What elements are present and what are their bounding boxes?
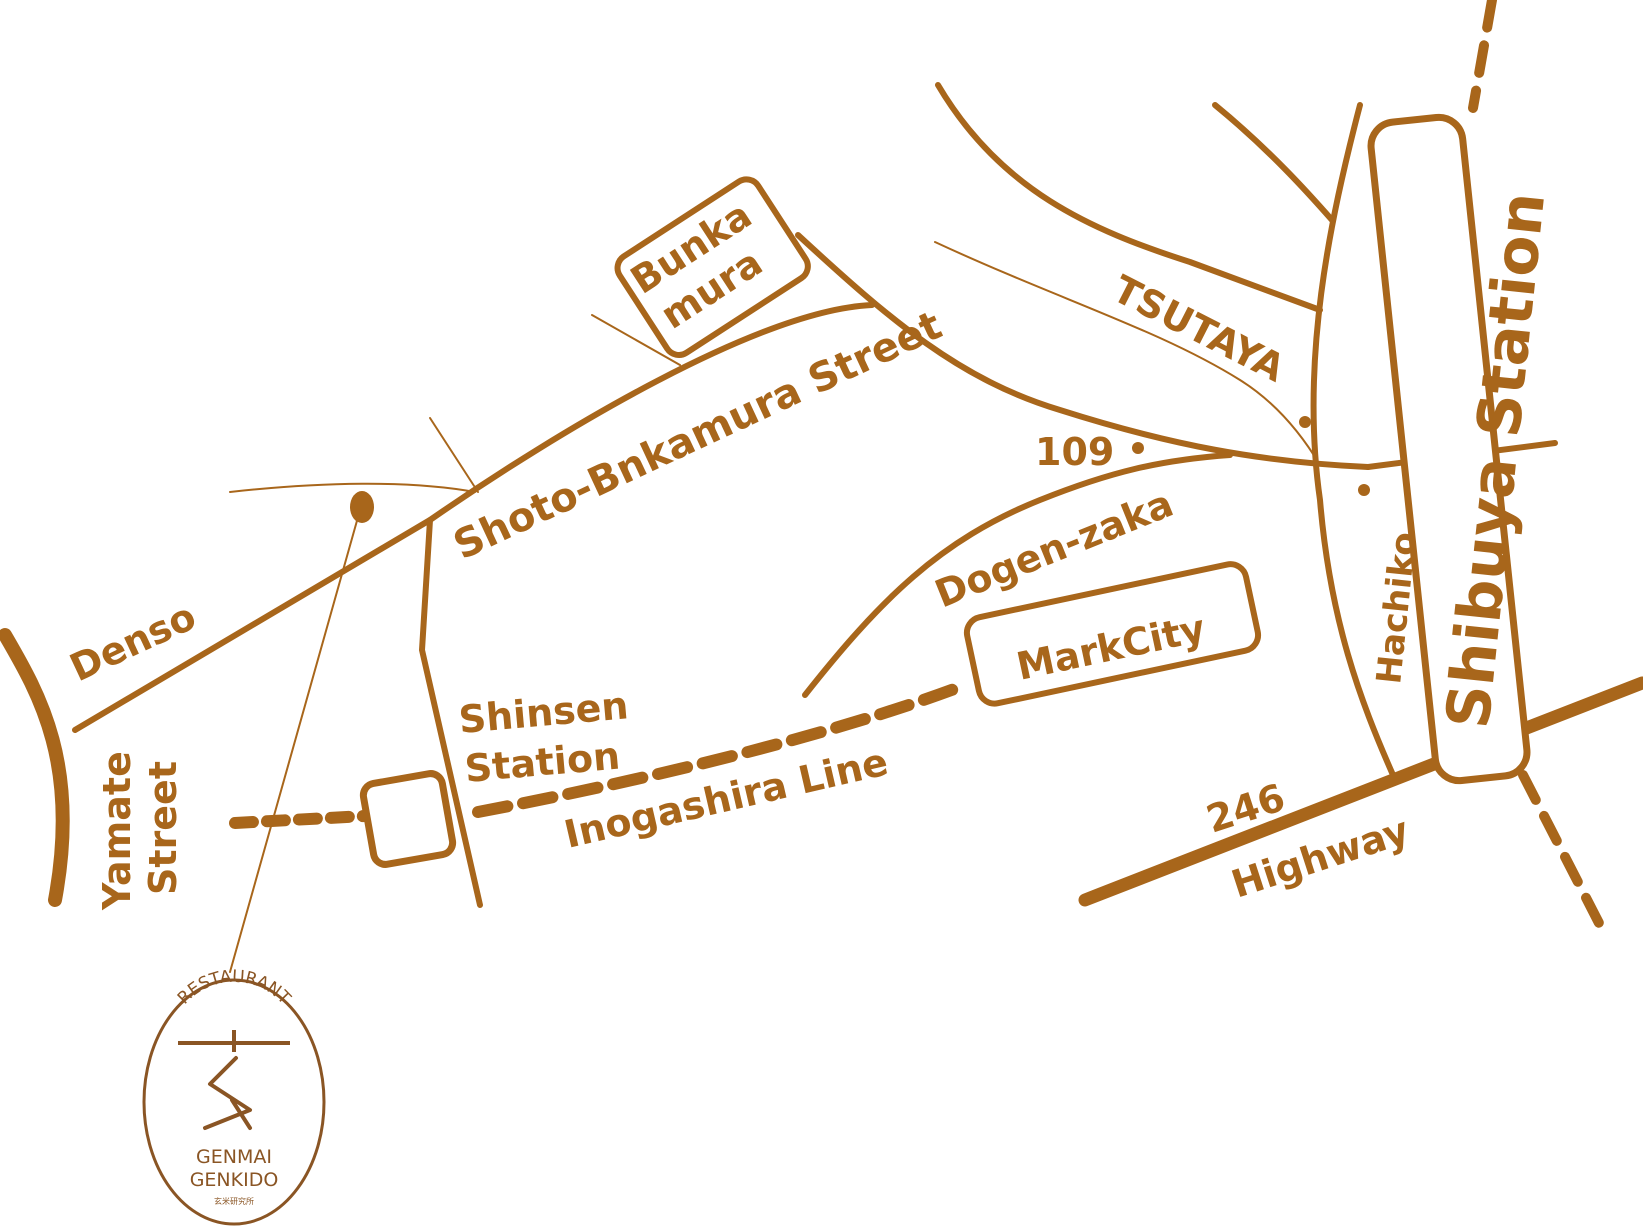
bunkamura-dori-road bbox=[795, 232, 1371, 470]
dogenzaka-road bbox=[802, 452, 1233, 698]
minor-road-west bbox=[229, 482, 476, 493]
road-northeast bbox=[1212, 102, 1335, 223]
restaurant-location-pin bbox=[350, 491, 374, 523]
restaurant-leader-line bbox=[229, 509, 361, 973]
jr-line-south bbox=[1518, 770, 1605, 930]
inogashira-line bbox=[472, 679, 971, 818]
yamate-street-label-line2: Street bbox=[141, 761, 185, 895]
logo-kanji-text: 玄米研究所 bbox=[214, 1196, 254, 1206]
jr-line-north bbox=[1468, 0, 1497, 113]
minor-road-center-gai bbox=[934, 241, 1321, 466]
route-246-highway bbox=[1078, 676, 1643, 907]
minor-road-bunkamura bbox=[591, 314, 681, 366]
yamate-street-label-line1: Yamate bbox=[95, 751, 139, 911]
landmark-109-dot bbox=[1132, 442, 1144, 454]
shibuya-station-marker bbox=[1367, 113, 1531, 785]
logo-name-line1: GENMAI bbox=[196, 1146, 272, 1168]
hachiko-road bbox=[1310, 102, 1396, 778]
rail-lines bbox=[229, 0, 1605, 930]
minor-road-north bbox=[429, 417, 479, 493]
bunkamura-marker bbox=[614, 176, 811, 358]
shinsen-station-marker bbox=[359, 770, 457, 868]
tsutaya-road bbox=[935, 82, 1323, 313]
shinsen-road bbox=[419, 517, 483, 908]
yamate-street-road bbox=[0, 628, 70, 907]
roads bbox=[0, 82, 1643, 908]
landmark-hachiko-dot bbox=[1358, 484, 1370, 496]
logo-mark-icon bbox=[203, 1056, 252, 1130]
restaurant-logo: RESTAURANT GENMAI GENKIDO 玄米研究所 bbox=[142, 967, 326, 1226]
landmark-109-label: 109 bbox=[1035, 430, 1114, 474]
landmark-tsutaya-dot bbox=[1299, 416, 1311, 428]
markcity-marker bbox=[963, 561, 1262, 707]
inogashira-line-west bbox=[229, 810, 371, 829]
logo-name-line2: GENKIDO bbox=[190, 1169, 279, 1191]
